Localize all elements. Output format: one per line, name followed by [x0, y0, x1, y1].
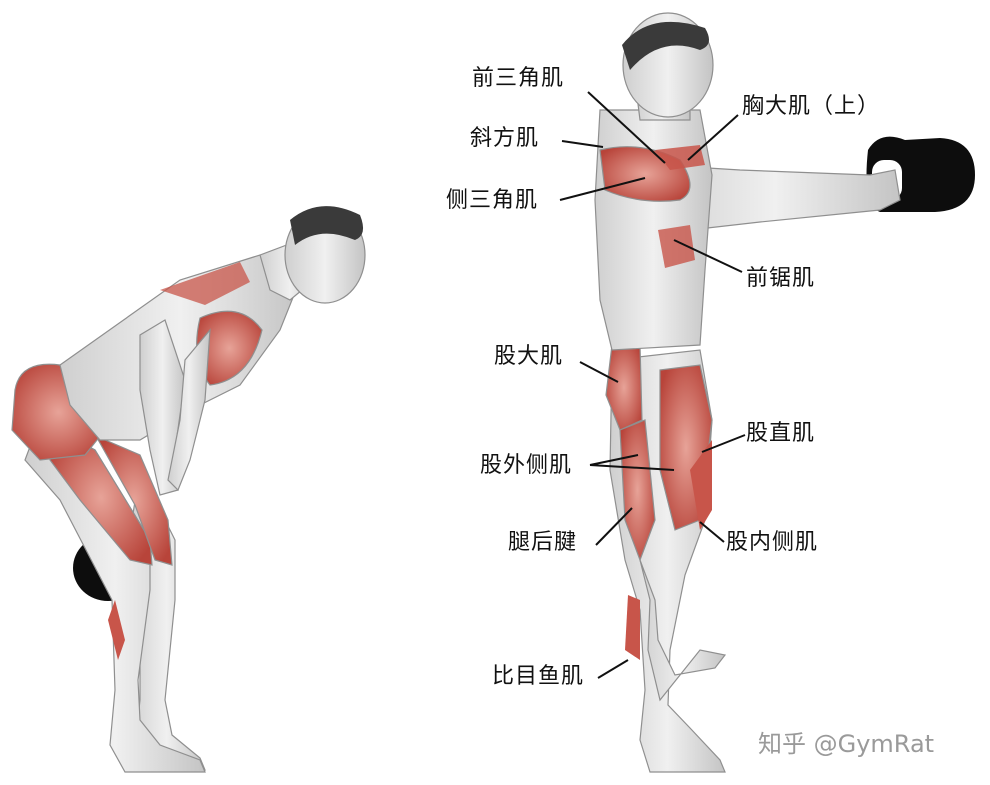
label-pectoralis-upper: 胸大肌（上） — [742, 94, 881, 119]
label-soleus: 比目鱼肌 — [492, 664, 585, 689]
leader-serratus — [673, 239, 743, 273]
leader-lateral-deltoid — [559, 177, 646, 201]
leader-trapezius — [561, 140, 604, 148]
label-trapezius: 斜方肌 — [470, 126, 540, 151]
label-rectus-femoris: 股直肌 — [746, 421, 816, 446]
label-vastus-medialis: 股内侧肌 — [726, 530, 819, 555]
leader-rectus-femoris — [701, 434, 746, 453]
leader-gluteus — [579, 361, 619, 383]
leader-pectoralis — [687, 114, 739, 161]
figure-standing — [594, 12, 975, 773]
leader-vastus-lateralis-2 — [589, 464, 675, 471]
label-lateral-deltoid: 侧三角肌 — [446, 188, 539, 213]
leader-vastus-medialis — [699, 521, 725, 543]
leader-anterior-deltoid — [587, 91, 666, 164]
watermark: 知乎 @GymRat — [758, 730, 935, 758]
leader-vastus-lateralis-1 — [589, 454, 639, 466]
label-anterior-deltoid: 前三角肌 — [472, 66, 565, 91]
leader-lines — [559, 91, 746, 679]
label-vastus-lateralis: 股外侧肌 — [480, 453, 573, 478]
leader-hamstrings — [595, 507, 633, 546]
label-gluteus-maximus: 股大肌 — [494, 344, 564, 369]
label-hamstrings: 腿后腱 — [508, 530, 578, 555]
figure-bent-over — [11, 206, 366, 773]
label-serratus-anterior: 前锯肌 — [746, 266, 816, 291]
leader-soleus — [597, 659, 629, 679]
